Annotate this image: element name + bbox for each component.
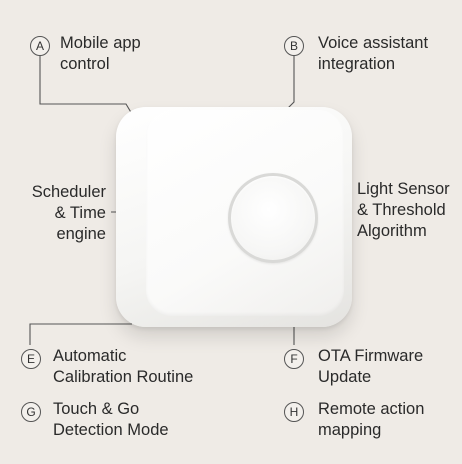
callout-f-line-2: Update <box>318 368 372 386</box>
leader-line-b <box>287 56 295 109</box>
callout-g-label: Touch & Go Detection Mode <box>53 399 169 441</box>
callout-e-line-2: Calibration Routine <box>53 368 194 386</box>
device-face <box>146 110 344 316</box>
callout-scheduler-line-2: & Time <box>54 204 106 222</box>
callout-e-line-1: Automatic <box>53 347 127 365</box>
callout-a-line-1: Mobile app <box>60 34 141 52</box>
badge-g: G <box>21 402 41 422</box>
callout-scheduler-line-3: engine <box>56 225 106 243</box>
callout-scheduler-label: Scheduler & Time engine <box>20 182 106 245</box>
callout-h-label: Remote action mapping <box>318 399 424 441</box>
callout-light-sensor-line-1: Light Sensor <box>357 180 450 198</box>
callout-a-line-2: control <box>60 55 110 73</box>
callout-light-sensor-line-3: Algorithm <box>357 222 427 240</box>
callout-f-label: OTA Firmware Update <box>318 346 423 388</box>
leader-line-e <box>29 323 132 345</box>
callout-b-line-1: Voice assistant <box>318 34 429 52</box>
callout-g-line-1: Touch & Go <box>53 400 140 418</box>
badge-h: H <box>284 402 304 422</box>
leader-line-a <box>39 56 133 115</box>
callout-g-line-2: Detection Mode <box>53 421 169 439</box>
badge-f: F <box>284 349 304 369</box>
badge-a: A <box>30 36 50 56</box>
callout-b-label: Voice assistant integration <box>318 33 428 75</box>
callout-h-line-1: Remote action <box>318 400 425 418</box>
callout-f-line-1: OTA Firmware <box>318 347 424 365</box>
badge-e: E <box>21 349 41 369</box>
callout-e-label: Automatic Calibration Routine <box>53 346 193 388</box>
callout-scheduler-line-1: Scheduler <box>31 183 106 201</box>
device-round-button <box>228 173 318 263</box>
callout-light-sensor-line-2: & Threshold <box>357 201 446 219</box>
callout-b-line-2: integration <box>318 55 396 73</box>
badge-b: B <box>284 36 304 56</box>
smart-switch-device <box>116 107 352 327</box>
callout-light-sensor-label: Light Sensor & Threshold Algorithm <box>357 179 450 242</box>
callout-h-line-2: mapping <box>318 421 382 439</box>
callout-a-label: Mobile app control <box>60 33 141 75</box>
